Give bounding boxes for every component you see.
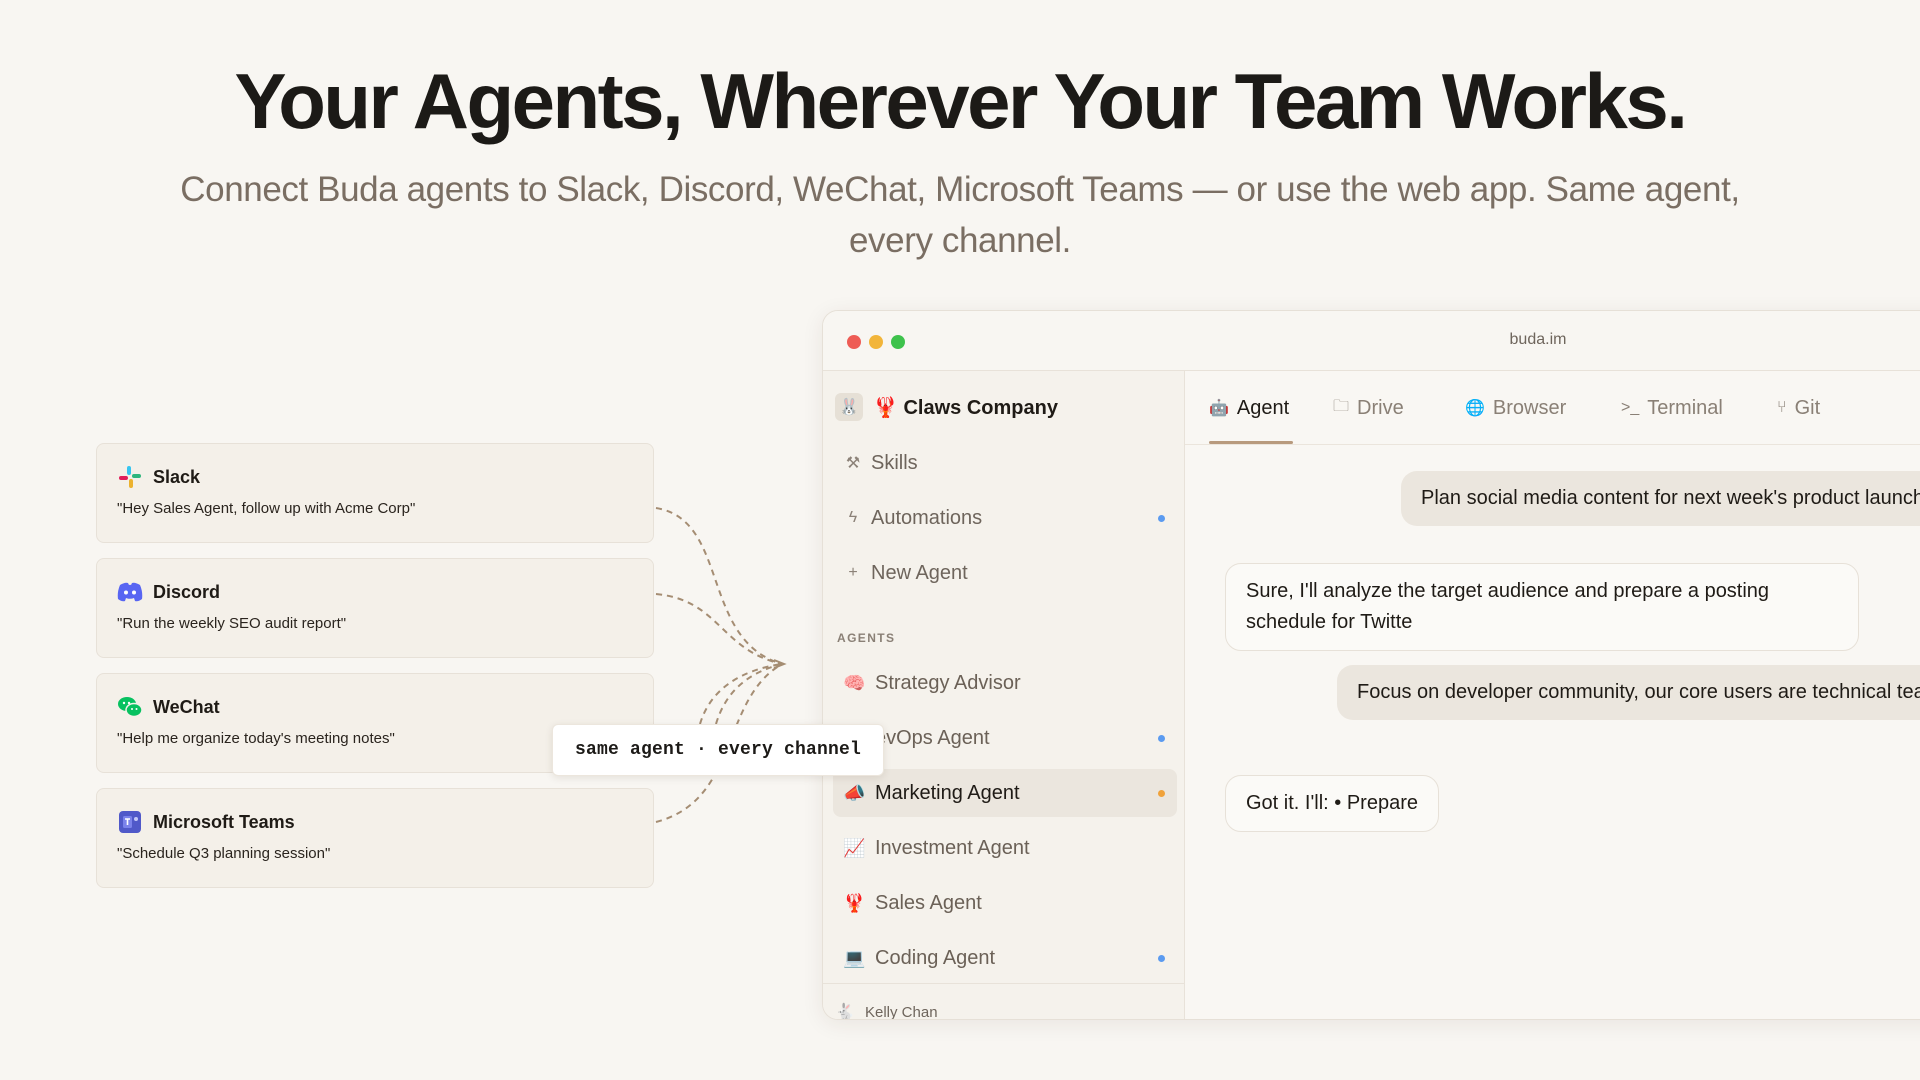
sidebar-item-label: Sales Agent bbox=[875, 891, 982, 914]
tab-terminal[interactable]: >_ Terminal bbox=[1621, 393, 1723, 423]
tab-label: Drive bbox=[1357, 396, 1404, 419]
git-branch-icon: ⑂ bbox=[1777, 399, 1787, 416]
sidebar-item-label: Marketing Agent bbox=[875, 781, 1020, 804]
chat-message-agent: Got it. I'll: • Prepare bbox=[1225, 775, 1439, 832]
sidebar-agent-strategy-advisor[interactable]: 🧠 Strategy Advisor bbox=[833, 659, 1177, 707]
tab-label: Browser bbox=[1492, 396, 1567, 419]
tab-label: Git bbox=[1794, 396, 1821, 419]
connector-wechat bbox=[699, 663, 783, 725]
maximize-window-button[interactable] bbox=[891, 335, 905, 349]
hero-subtitle: Connect Buda agents to Slack, Discord, W… bbox=[180, 170, 1740, 260]
wechat-icon bbox=[117, 694, 143, 720]
window-url: buda.im bbox=[1509, 331, 1567, 348]
window-titlebar: buda.im bbox=[823, 311, 1920, 371]
channel-card-discord: Discord "Run the weekly SEO audit report… bbox=[96, 558, 654, 658]
chat-message-user: Focus on developer community, our core u… bbox=[1337, 665, 1920, 720]
sidebar-item-automations[interactable]: ϟ Automations bbox=[833, 494, 1177, 542]
teams-icon bbox=[117, 809, 143, 835]
sidebar-agent-sales[interactable]: 🦞 Sales Agent bbox=[833, 879, 1177, 927]
chat-message-agent: Sure, I'll analyze the target audience a… bbox=[1225, 563, 1859, 651]
connector-wechat-2 bbox=[715, 663, 783, 725]
sidebar-agent-coding[interactable]: 💻 Coding Agent bbox=[833, 934, 1177, 982]
sidebar-agent-investment[interactable]: 📈 Investment Agent bbox=[833, 824, 1177, 872]
sidebar-item-label: Skills bbox=[871, 451, 918, 474]
lightning-icon: ϟ bbox=[848, 509, 858, 526]
megaphone-icon: 📣 bbox=[843, 782, 866, 803]
workspace-avatar: 🐰 bbox=[835, 393, 863, 421]
channel-card-slack: Slack "Hey Sales Agent, follow up with A… bbox=[96, 443, 654, 543]
sidebar-item-label: evOps Agent bbox=[875, 726, 990, 749]
channel-name: Slack bbox=[153, 466, 201, 487]
main-panel: 🤖 Agent 🗀 Drive 🌐 Browser >_ Terminal ⑂ … bbox=[1185, 371, 1920, 1019]
slack-icon bbox=[117, 464, 143, 490]
status-dot bbox=[1158, 515, 1165, 522]
close-window-button[interactable] bbox=[847, 335, 861, 349]
status-dot bbox=[1158, 735, 1165, 742]
user-name: Kelly Chan bbox=[865, 1004, 938, 1020]
workspace-name: 🦞 Claws Company bbox=[873, 396, 1058, 419]
active-tab-indicator bbox=[1209, 441, 1293, 444]
sidebar-item-skills[interactable]: ⚒ Skills bbox=[833, 439, 1177, 487]
globe-icon: 🌐 bbox=[1465, 400, 1485, 417]
app-window: buda.im 🐰 🦞 Claws Company ⚒ Skills ϟ Aut… bbox=[822, 310, 1920, 1020]
sidebar-item-label: New Agent bbox=[871, 561, 968, 584]
tab-label: Agent bbox=[1236, 396, 1290, 419]
sidebar-item-label: Coding Agent bbox=[875, 946, 996, 969]
connector-arrowhead bbox=[773, 659, 787, 669]
laptop-icon: 💻 bbox=[843, 947, 866, 968]
channel-quote: "Run the weekly SEO audit report" bbox=[117, 615, 347, 632]
same-agent-badge: same agent · every channel bbox=[552, 724, 884, 776]
sidebar-item-label: Strategy Advisor bbox=[875, 671, 1021, 694]
user-avatar: 🐇 bbox=[835, 1004, 855, 1020]
status-dot bbox=[1158, 790, 1165, 797]
connector-discord bbox=[655, 593, 783, 665]
channel-name: Discord bbox=[153, 581, 221, 602]
status-dot bbox=[1158, 955, 1165, 962]
folder-icon: 🗀 bbox=[1333, 397, 1350, 415]
sidebar-item-label: Investment Agent bbox=[875, 836, 1030, 859]
discord-icon bbox=[117, 579, 143, 605]
tab-git[interactable]: ⑂ Git bbox=[1777, 393, 1820, 423]
channel-card-teams: Microsoft Teams "Schedule Q3 planning se… bbox=[96, 788, 654, 888]
agents-section-label: AGENTS bbox=[837, 631, 896, 645]
wand-icon: ⚒ bbox=[845, 455, 861, 472]
sidebar-agent-devops[interactable]: ⚙ evOps Agent bbox=[833, 714, 1177, 762]
sidebar-item-label: Automations bbox=[871, 506, 983, 529]
hero-title: Your Agents, Wherever Your Team Works. bbox=[234, 57, 1688, 145]
channel-name: WeChat bbox=[153, 696, 220, 717]
tab-bar: 🤖 Agent 🗀 Drive 🌐 Browser >_ Terminal ⑂ … bbox=[1185, 371, 1920, 445]
robot-icon: 🤖 bbox=[1209, 400, 1229, 417]
chart-icon: 📈 bbox=[843, 837, 866, 858]
connector-slack bbox=[655, 507, 783, 665]
channel-quote: "Hey Sales Agent, follow up with Acme Co… bbox=[117, 500, 416, 517]
brain-icon: 🧠 bbox=[843, 672, 866, 693]
channel-quote: "Schedule Q3 planning session" bbox=[117, 845, 331, 862]
terminal-icon: >_ bbox=[1621, 399, 1640, 416]
workspace-switcher[interactable]: 🐰 🦞 Claws Company bbox=[835, 391, 1058, 423]
channel-name: Microsoft Teams bbox=[153, 811, 295, 832]
plus-icon: + bbox=[848, 564, 858, 581]
tab-browser[interactable]: 🌐 Browser bbox=[1465, 393, 1566, 423]
chat-message-user: Plan social media content for next week'… bbox=[1401, 471, 1920, 526]
channel-card-wechat: WeChat "Help me organize today's meeting… bbox=[96, 673, 654, 773]
minimize-window-button[interactable] bbox=[869, 335, 883, 349]
tab-agent[interactable]: 🤖 Agent bbox=[1209, 393, 1289, 423]
lobster-icon: 🦞 bbox=[843, 892, 866, 913]
tab-drive[interactable]: 🗀 Drive bbox=[1333, 393, 1404, 423]
sidebar: 🐰 🦞 Claws Company ⚒ Skills ϟ Automations… bbox=[823, 371, 1185, 1020]
sidebar-agent-marketing[interactable]: 📣 Marketing Agent bbox=[833, 769, 1177, 817]
channel-quote: "Help me organize today's meeting notes" bbox=[117, 730, 395, 747]
user-profile[interactable]: 🐇 Kelly Chan bbox=[823, 983, 1184, 1020]
sidebar-item-new-agent[interactable]: + New Agent bbox=[833, 549, 1177, 597]
tab-label: Terminal bbox=[1647, 396, 1723, 419]
